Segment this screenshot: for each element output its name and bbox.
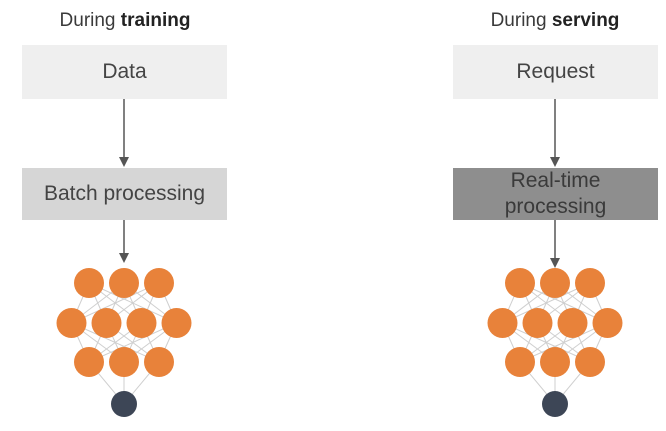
training-network-node (91, 308, 122, 338)
serving-network-node (522, 308, 553, 338)
serving-network-node (505, 268, 535, 298)
training-network-edge (88, 322, 177, 363)
serving-heading: During serving (450, 10, 660, 32)
serving-network-edge (519, 322, 608, 363)
training-network-node (56, 308, 87, 338)
serving-network-edge (502, 282, 591, 324)
serving-network-node (575, 268, 605, 298)
training-network-node (144, 347, 174, 377)
training-network-node (161, 308, 192, 338)
serving-network-output-node (542, 391, 568, 417)
training-heading: During training (20, 10, 230, 32)
request-box: Request (453, 45, 658, 99)
training-heading-bold: training (120, 10, 191, 31)
training-network-node (126, 308, 157, 338)
serving-heading-bold: serving (551, 10, 620, 31)
serving-network-node (505, 347, 535, 377)
training-network-node (74, 268, 104, 298)
serving-network-node (487, 308, 518, 338)
realtime-processing-box: Real-time processing (453, 168, 658, 220)
serving-network-node (557, 308, 588, 338)
training-network-edge (71, 282, 160, 324)
training-network-node (74, 347, 104, 377)
serving-heading-prefix: During (490, 10, 552, 31)
batch-processing-box: Batch processing (22, 168, 227, 220)
serving-network-node (575, 347, 605, 377)
serving-network-node (540, 347, 570, 377)
data-box: Data (22, 45, 227, 99)
training-network-node (109, 347, 139, 377)
serving-network-node (592, 308, 623, 338)
training-network-node (109, 268, 139, 298)
training-network-output-node (111, 391, 137, 417)
training-heading-prefix: During (59, 10, 121, 31)
training-network-node (144, 268, 174, 298)
serving-network-node (540, 268, 570, 298)
